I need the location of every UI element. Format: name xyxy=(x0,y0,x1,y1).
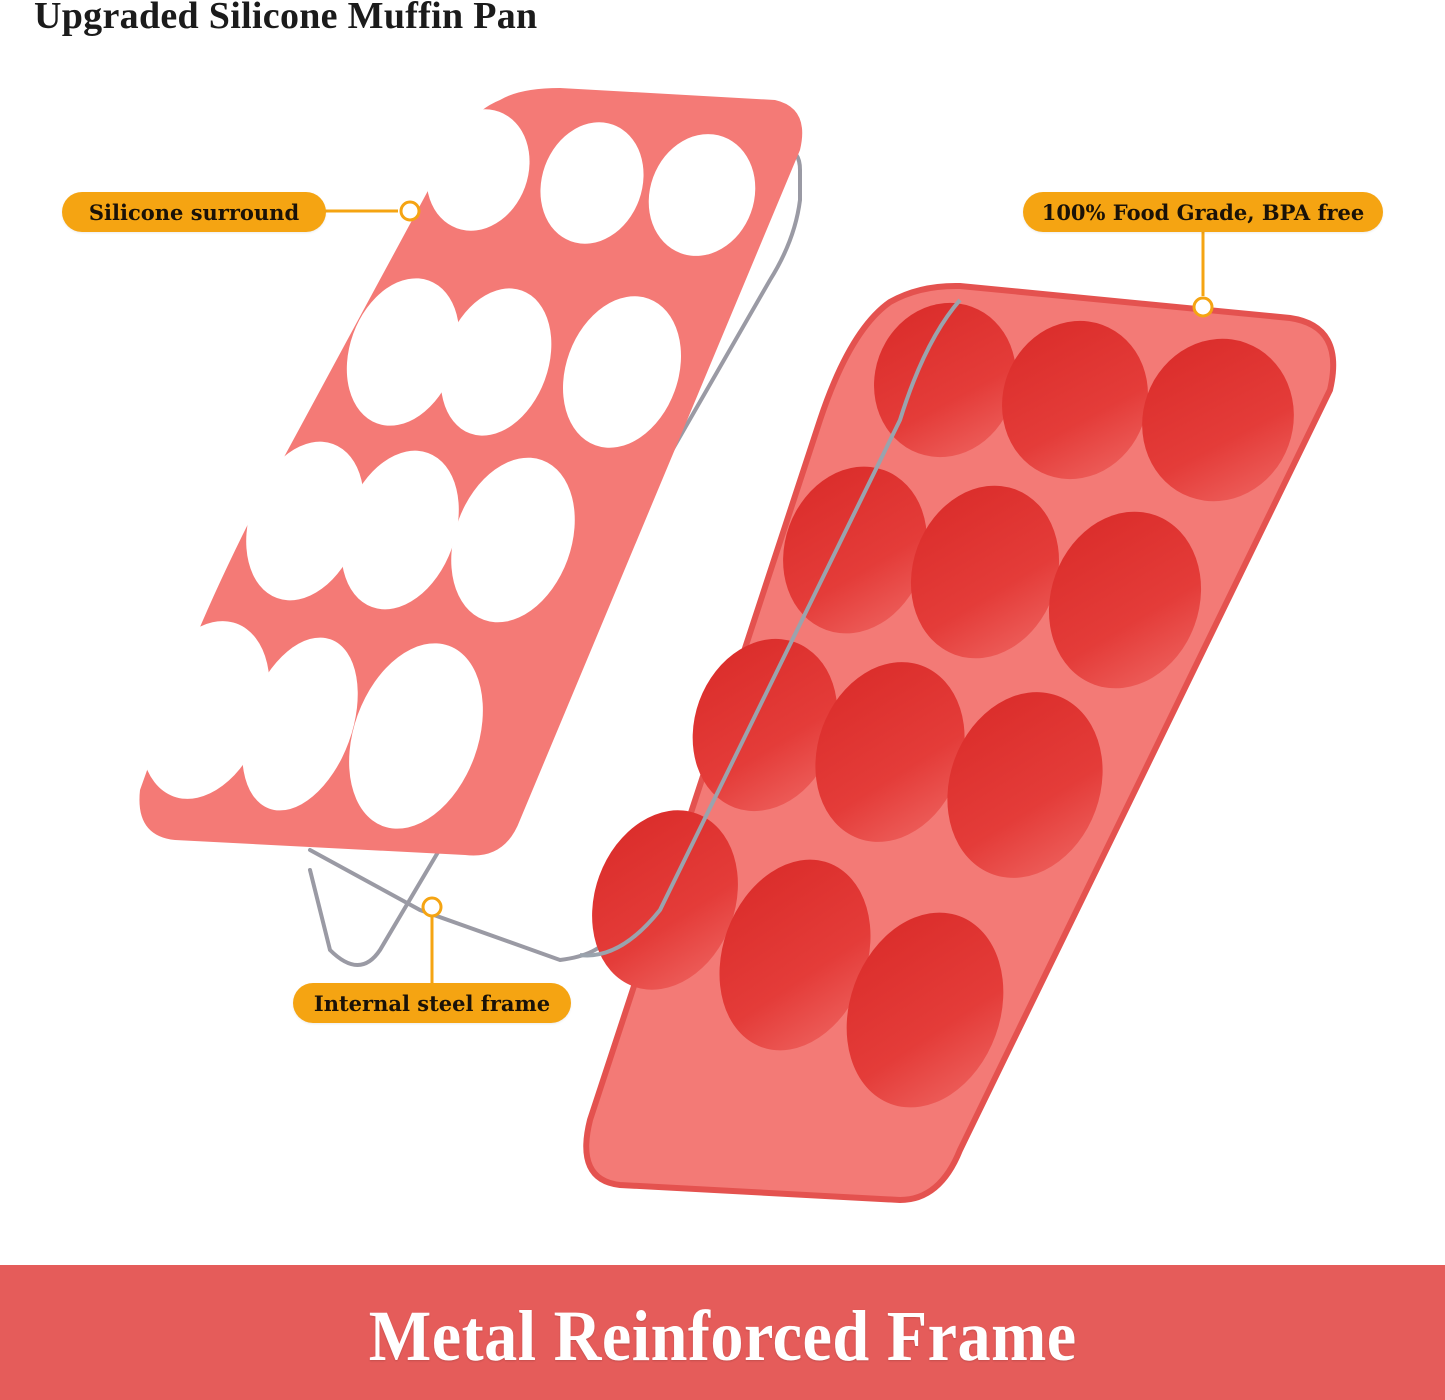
banner-title: Metal Reinforced Frame xyxy=(368,1296,1077,1376)
callout-food-grade: 100% Food Grade, BPA free xyxy=(1023,192,1383,232)
silicone-surround-sheet xyxy=(139,88,803,856)
callout-silicone-surround: Silicone surround xyxy=(62,192,326,232)
callout-connectors xyxy=(325,200,1214,983)
product-illustration xyxy=(139,88,1337,1204)
muffin-pan xyxy=(579,282,1337,1204)
page-title: Upgraded Silicone Muffin Pan xyxy=(34,0,538,37)
feature-banner: Metal Reinforced Frame xyxy=(0,1265,1445,1400)
callout-steel-frame: Internal steel frame xyxy=(293,983,571,1023)
